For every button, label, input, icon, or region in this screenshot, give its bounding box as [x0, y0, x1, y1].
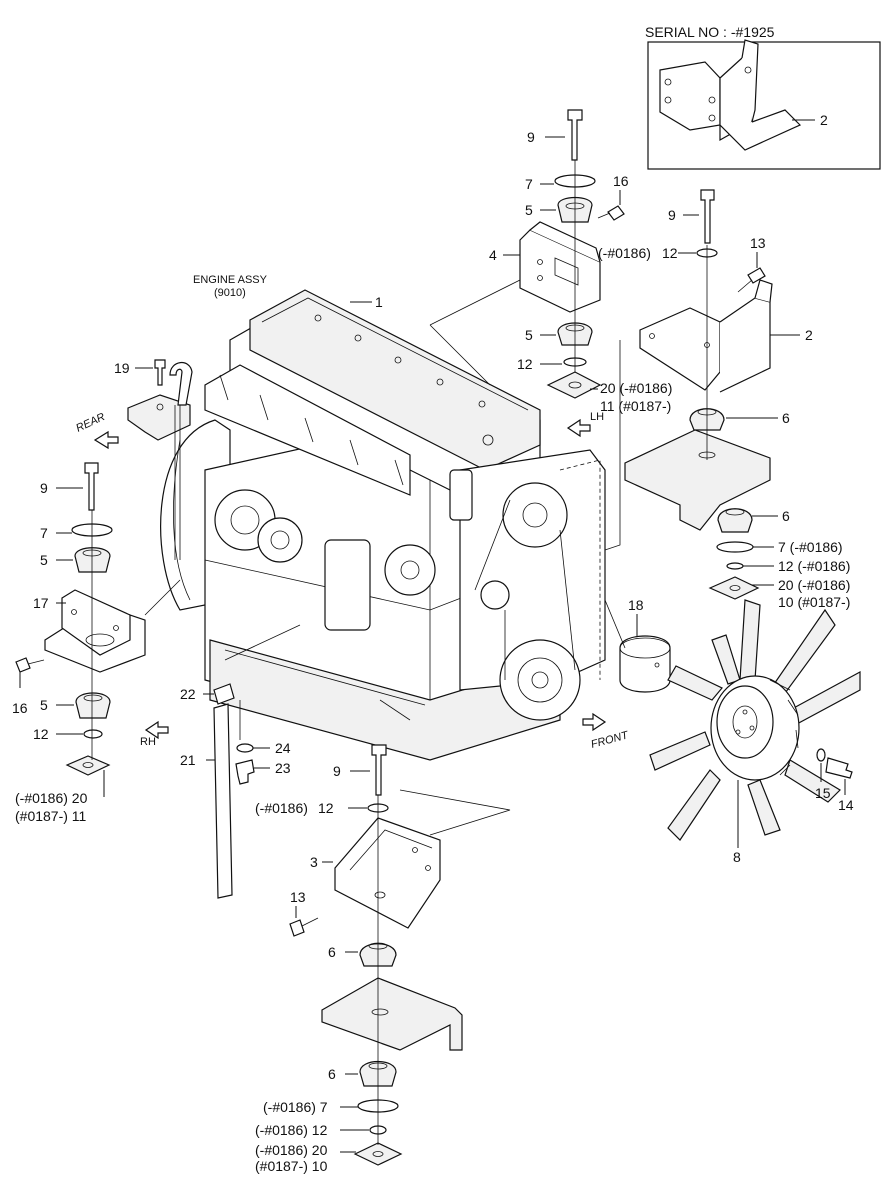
dipstick-washer-24-label: 24 [275, 740, 291, 756]
upper-washer-7-label: 7 [525, 176, 533, 192]
direction-front: FRONT [582, 712, 631, 751]
front-rubber-6b-label: 6 [328, 1066, 336, 1082]
front-washer-12-label: 12 [318, 800, 334, 816]
front-bolt-9-label: 9 [333, 763, 341, 779]
rear-rubber-5-label: 5 [40, 552, 48, 568]
upper-bolt-16-label: 16 [613, 173, 629, 189]
engine-part-1-label: 1 [375, 294, 383, 310]
side-rubber-6b-label: 6 [782, 508, 790, 524]
rear-plate-11-label: (#0187-) 11 [15, 808, 87, 824]
front-plate-20-label: (-#0186) 20 [255, 1142, 328, 1158]
dipstick-tube-21-label: 21 [180, 752, 196, 768]
front-rubber-6-label: 6 [328, 944, 336, 960]
upper-mount-group: 9 7 5 16 4 5 12 20 (-#0186) [429, 109, 672, 414]
front-bolt-13-label: 13 [290, 889, 306, 905]
lh-label: LH [590, 411, 604, 423]
engine-assembly: ENGINE ASSY (9010) 1 [160, 274, 606, 761]
side-washer-12b-label: 12 (-#0186) [778, 558, 850, 574]
dipstick-fitting-23-label: 23 [275, 760, 291, 776]
front-washer-range-label: (-#0186) [255, 800, 308, 816]
upper-plate-11-label: 11 (#0187-) [600, 398, 671, 414]
front-washer-7-label: (-#0186) 7 [263, 1099, 328, 1115]
side-plate-10-label: 10 (#0187-) [778, 594, 850, 610]
upper-rubber-5b-label: 5 [525, 327, 533, 343]
upper-plate-20-label: 20 (-#0186) [600, 380, 672, 396]
upper-bolt-9-label: 9 [527, 129, 535, 145]
engine-assy-code: (9010) [214, 287, 246, 299]
serial-inset-frame [647, 41, 881, 170]
front-plate-10-label: (#0187-) 10 [255, 1158, 328, 1174]
dipstick-bolt-19-label: 19 [114, 360, 130, 376]
fan-8-label: 8 [733, 849, 741, 865]
side-plate-20-label: 20 (-#0186) [778, 577, 850, 593]
serial-number-title: SERIAL NO : -#1925 [645, 24, 775, 40]
rear-washer-7-label: 7 [40, 525, 48, 541]
rear-bolt-9-label: 9 [40, 480, 48, 496]
rear-bolt-16-label: 16 [12, 700, 28, 716]
side-bolt-9-label: 9 [668, 207, 676, 223]
direction-lh: LH [566, 411, 604, 438]
spacer-18-label: 18 [628, 597, 644, 613]
direction-rear: REAR [74, 411, 119, 450]
upper-washer-12-label: 12 [517, 356, 533, 372]
side-rubber-6-label: 6 [782, 410, 790, 426]
inset-bracket-2 [659, 39, 802, 151]
fan-group: 18 8 15 14 [604, 597, 861, 865]
direction-rh: RH [140, 720, 169, 748]
front-label: FRONT [590, 729, 631, 751]
inset-part-2-label: 2 [820, 112, 828, 128]
rh-label: RH [140, 736, 156, 748]
front-mount-group: 9 (-#0186) 12 3 13 6 6 (-#0186) [255, 699, 511, 1174]
fan-bolt-14-label: 14 [838, 797, 854, 813]
side-bolt-13-label: 13 [750, 235, 766, 251]
side-washer-range-label: (-#0186) [598, 245, 651, 261]
serial-inset: SERIAL NO : -#1925 2 [645, 24, 881, 170]
dipstick-cap-22-label: 22 [180, 686, 196, 702]
rear-washer-12-label: 12 [33, 726, 49, 742]
rear-label: REAR [74, 411, 107, 435]
front-washer-12b-label: (-#0186) 12 [255, 1122, 328, 1138]
side-washer-7-label: 7 (-#0186) [778, 539, 843, 555]
front-bracket-3-label: 3 [310, 854, 318, 870]
side-washer-12-label: 12 [662, 245, 678, 261]
rear-mount-group: 9 7 5 17 16 5 12 (-#0186) 2 [12, 462, 181, 824]
upper-bracket-4-label: 4 [489, 247, 497, 263]
side-bracket-2-label: 2 [805, 327, 813, 343]
rear-rubber-5b-label: 5 [40, 697, 48, 713]
fan-washer-15-label: 15 [815, 785, 831, 801]
engine-assy-title: ENGINE ASSY [193, 274, 268, 286]
rear-bracket-17-label: 17 [33, 595, 49, 611]
dipstick-group: 19 22 21 24 23 [114, 359, 301, 899]
upper-rubber-5-label: 5 [525, 202, 533, 218]
side-mount-group: 9 (-#0186) 12 13 2 6 6 7 (-#0186 [598, 189, 850, 610]
rear-plate-20-label: (-#0186) 20 [15, 790, 88, 806]
